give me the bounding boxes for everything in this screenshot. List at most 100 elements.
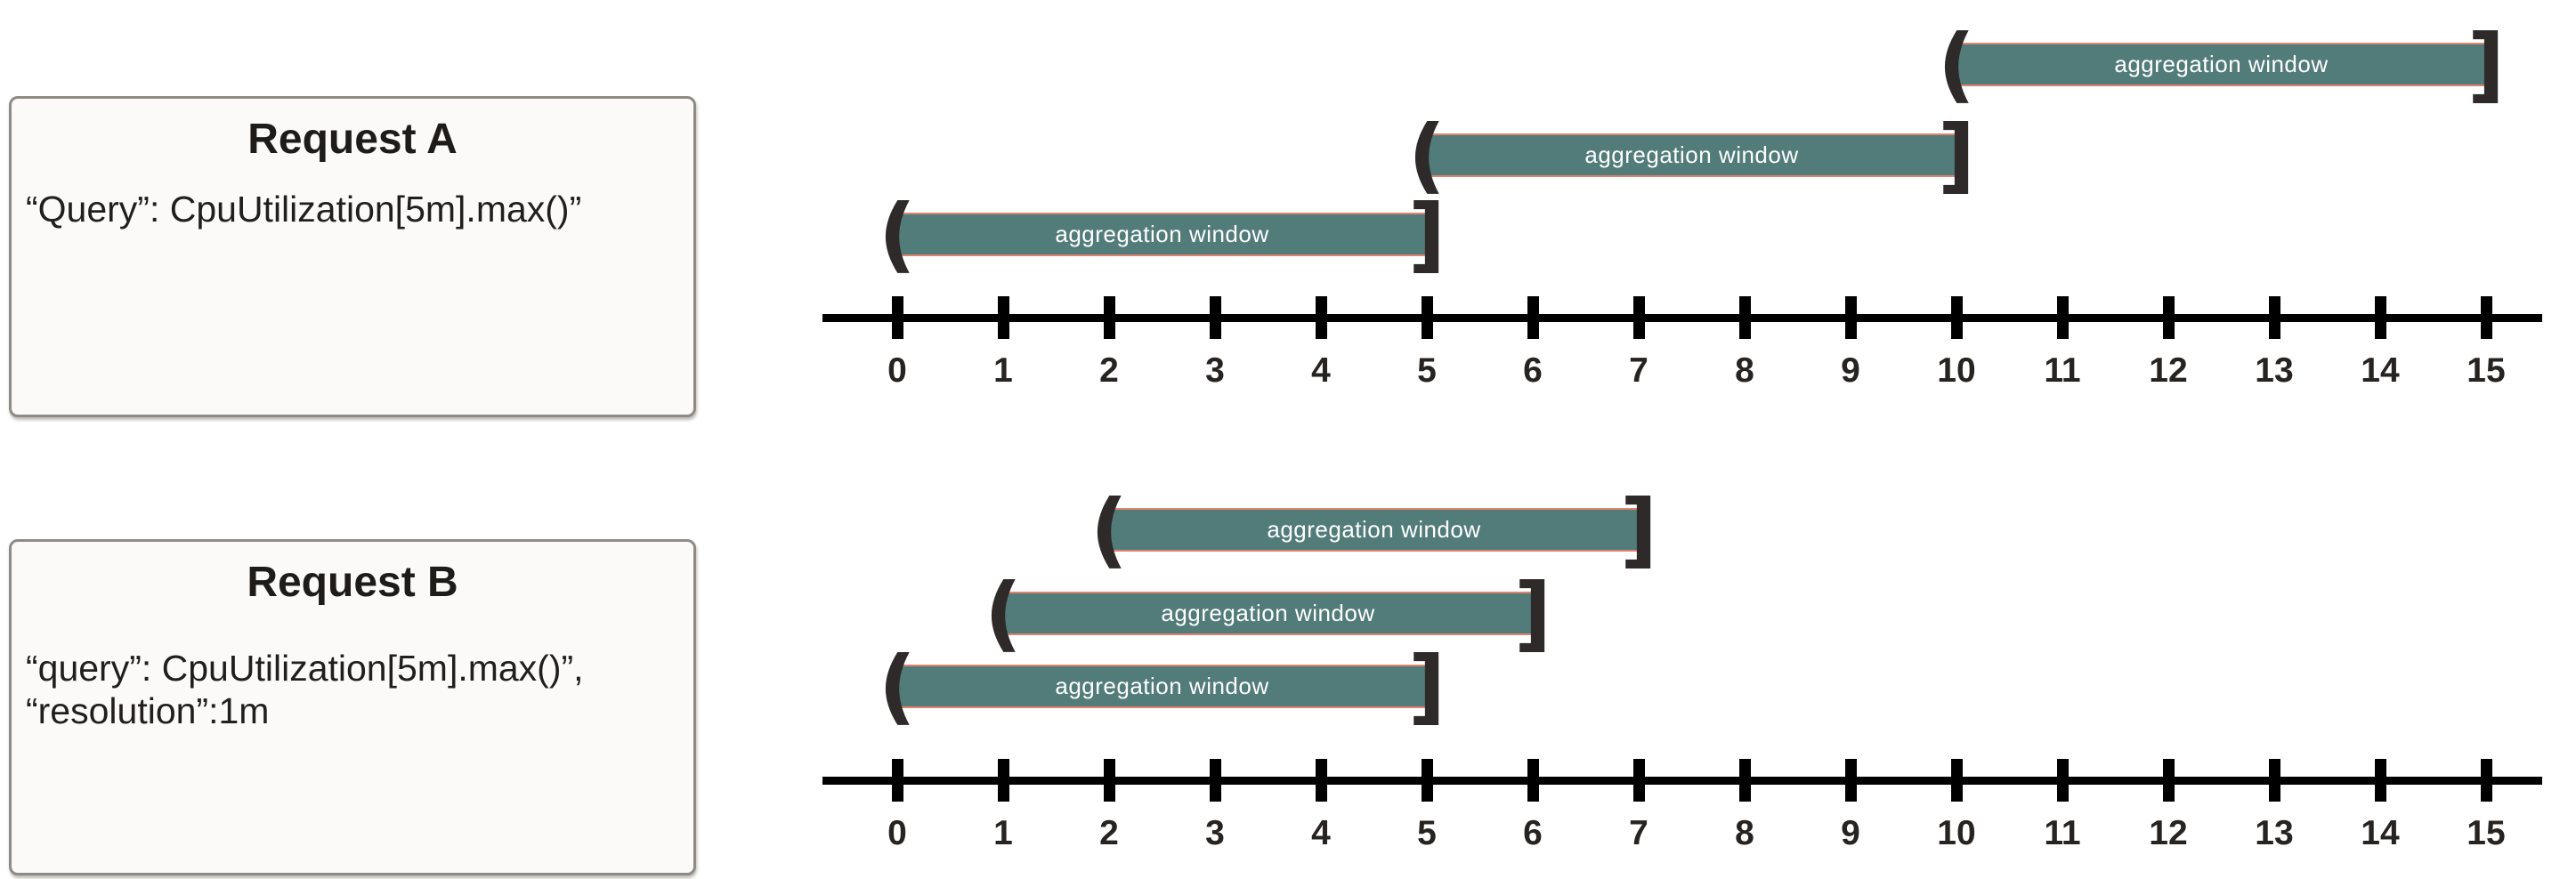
axis-tick-label: 14 xyxy=(2361,814,2400,852)
axis-tick-label: 9 xyxy=(1841,814,1860,852)
request-a-title: Request A xyxy=(247,116,458,163)
axis-tick-label: 10 xyxy=(1937,814,1976,852)
axis-tick xyxy=(1738,296,1751,339)
aggregation-window-bar: aggregation window xyxy=(897,213,1427,256)
request-a-query-text: “Query”: CpuUtilization[5m].max()” xyxy=(26,188,681,230)
aggregation-window-bar: aggregation window xyxy=(1956,43,2486,86)
close-interval-bracket-icon: ] xyxy=(1619,481,1658,577)
axis-tick xyxy=(1844,759,1857,802)
axis-tick-label: 6 xyxy=(1523,351,1543,390)
close-interval-bracket-icon: ] xyxy=(1937,107,1976,203)
axis-tick-label: 7 xyxy=(1629,814,1648,852)
axis-tick xyxy=(1738,759,1751,802)
request-b-resolution-line: “resolution”:1m xyxy=(26,690,270,732)
axis-tick-label: 4 xyxy=(1311,814,1331,852)
axis-tick-label: 11 xyxy=(2044,351,2081,390)
request-a-query-line: “Query”: CpuUtilization[5m].max()” xyxy=(26,189,582,230)
close-interval-bracket-icon: ] xyxy=(1407,638,1446,734)
open-interval-bracket-icon: ( xyxy=(984,565,1023,661)
close-interval-bracket-icon: ] xyxy=(2467,16,2506,112)
axis-tick xyxy=(891,759,903,802)
axis-tick xyxy=(2162,296,2175,339)
axis-tick-label: 7 xyxy=(1629,351,1648,390)
axis-tick xyxy=(2374,296,2386,339)
axis-tick-label: 1 xyxy=(993,814,1013,852)
axis-tick-label: 1 xyxy=(993,351,1013,390)
open-interval-bracket-icon: ( xyxy=(1937,16,1976,112)
axis-tick xyxy=(1950,296,1963,339)
aggregation-window-bar: aggregation window xyxy=(897,665,1427,708)
axis-tick-label: 5 xyxy=(1417,814,1437,852)
aggregation-window-label: aggregation window xyxy=(1161,600,1375,626)
close-interval-bracket-icon: ] xyxy=(1407,186,1446,282)
axis-tick xyxy=(2374,759,2386,802)
aggregation-window-label: aggregation window xyxy=(1267,516,1481,543)
open-interval-bracket-icon: ( xyxy=(1407,107,1446,203)
axis-tick xyxy=(1209,296,1221,339)
axis-tick xyxy=(2268,759,2280,802)
axis-tick xyxy=(2268,296,2280,339)
axis-tick xyxy=(1527,296,1539,339)
axis-tick-label: 2 xyxy=(1099,814,1119,852)
aggregation-window-label: aggregation window xyxy=(1584,141,1799,168)
axis-tick-label: 5 xyxy=(1417,351,1437,390)
axis-tick xyxy=(1103,759,1115,802)
axis-tick xyxy=(2056,296,2069,339)
open-interval-bracket-icon: ( xyxy=(1090,481,1129,577)
axis-tick xyxy=(891,296,903,339)
axis-tick-label: 10 xyxy=(1937,351,1976,390)
axis-tick xyxy=(2480,759,2492,802)
request-b-query-text: “query”: CpuUtilization[5m].max()”, “res… xyxy=(26,647,681,733)
time-axis-line xyxy=(822,776,2542,785)
axis-tick xyxy=(1421,296,1433,339)
axis-tick xyxy=(1315,296,1327,339)
open-interval-bracket-icon: ( xyxy=(878,638,917,734)
time-axis-line xyxy=(822,313,2542,322)
request-b-title: Request B xyxy=(247,559,458,606)
aggregation-window-label: aggregation window xyxy=(1055,221,1269,247)
axis-tick xyxy=(1950,759,1963,802)
aggregation-window-label: aggregation window xyxy=(2114,51,2329,77)
request-b-box: Request B “query”: CpuUtilization[5m].ma… xyxy=(9,539,696,875)
axis-tick-label: 3 xyxy=(1205,814,1225,852)
axis-tick-label: 8 xyxy=(1735,351,1754,390)
close-interval-bracket-icon: ] xyxy=(1513,565,1552,661)
axis-tick xyxy=(997,759,1009,802)
axis-tick-label: 8 xyxy=(1735,814,1754,852)
axis-tick xyxy=(1315,759,1327,802)
axis-tick-label: 4 xyxy=(1311,351,1331,390)
axis-tick-label: 2 xyxy=(1099,351,1119,390)
axis-tick xyxy=(1527,759,1539,802)
aggregation-window-bar: aggregation window xyxy=(1003,592,1533,635)
axis-tick-label: 6 xyxy=(1523,814,1543,852)
axis-tick-label: 3 xyxy=(1205,351,1225,390)
axis-tick xyxy=(2162,759,2175,802)
request-a-box: Request A “Query”: CpuUtilization[5m].ma… xyxy=(9,96,696,417)
axis-tick xyxy=(1632,296,1645,339)
axis-tick-label: 0 xyxy=(887,351,907,390)
axis-tick-label: 13 xyxy=(2255,351,2294,390)
axis-tick xyxy=(1632,759,1645,802)
axis-tick-label: 15 xyxy=(2467,814,2506,852)
axis-tick-label: 12 xyxy=(2149,814,2188,852)
axis-tick-label: 9 xyxy=(1841,351,1860,390)
axis-tick-label: 13 xyxy=(2255,814,2294,852)
axis-tick xyxy=(1844,296,1857,339)
axis-tick xyxy=(2480,296,2492,339)
axis-tick-label: 12 xyxy=(2149,351,2188,390)
aggregation-window-label: aggregation window xyxy=(1055,673,1269,699)
axis-tick-label: 14 xyxy=(2361,351,2400,390)
axis-tick xyxy=(2056,759,2069,802)
axis-tick xyxy=(1103,296,1115,339)
axis-tick-label: 0 xyxy=(887,814,907,852)
aggregation-window-bar: aggregation window xyxy=(1109,508,1639,552)
axis-tick xyxy=(1209,759,1221,802)
axis-tick-label: 15 xyxy=(2467,351,2506,390)
request-b-query-line: “query”: CpuUtilization[5m].max()”, xyxy=(26,648,584,689)
axis-tick-label: 11 xyxy=(2044,814,2081,852)
axis-tick xyxy=(1421,759,1433,802)
axis-tick xyxy=(997,296,1009,339)
